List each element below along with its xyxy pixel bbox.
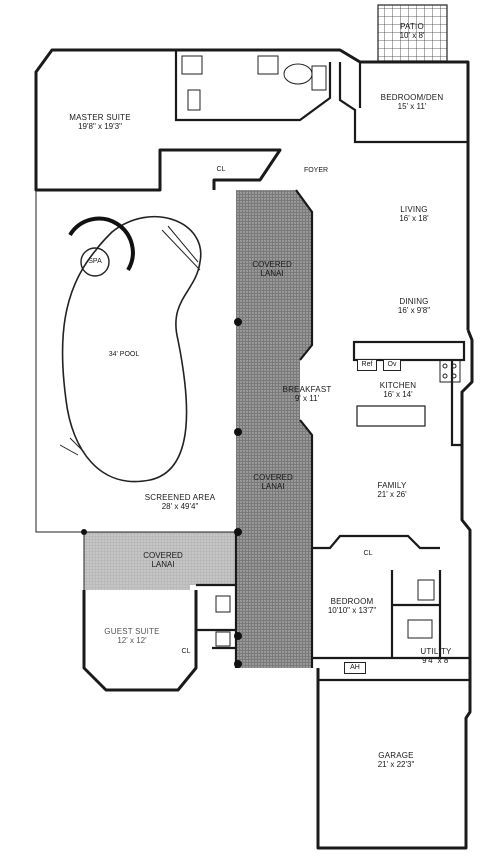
- pool: [61, 215, 202, 483]
- room-dims: 21' x 26': [377, 490, 407, 499]
- room-dims: 16' x 18': [399, 214, 429, 223]
- room-label-screened-area: SCREENED AREA 28' x 49'4": [145, 493, 216, 511]
- room-label-living: LIVING 16' x 18': [399, 205, 428, 223]
- wall-master-outer: [34, 48, 470, 330]
- room-name: FAMILY: [377, 481, 407, 490]
- spa: [80, 247, 110, 277]
- room-name: DINING: [399, 297, 429, 306]
- room-name: GUEST SUITE: [104, 627, 160, 636]
- room-name: LIVING: [400, 205, 428, 214]
- wall-guest: [82, 590, 198, 692]
- room-name: UTILITY: [420, 647, 452, 656]
- room-label-master-suite: MASTER SUITE 19'8" x 19'3": [69, 113, 131, 131]
- wall-right: [316, 329, 474, 850]
- room-label-utility: UTILITY 9'4" x 8': [420, 647, 451, 665]
- covered-lanai-guest: [84, 532, 236, 590]
- room-name: BREAKFAST: [282, 385, 332, 394]
- room-dims: 16' x 14': [383, 390, 413, 399]
- room-label-bedroom-den: BEDROOM/DEN 15' x 11': [381, 93, 444, 111]
- room-name: GARAGE: [378, 751, 414, 760]
- room-label-garage: GARAGE 21' x 22'3": [378, 751, 415, 769]
- oven-label: Ov: [383, 359, 401, 371]
- columns: [81, 318, 242, 668]
- room-name: PATIO: [400, 22, 424, 31]
- patio-area: [377, 4, 448, 62]
- room-dims: 12' x 12': [117, 636, 147, 645]
- room-label-patio: PATIO 10' x 8': [400, 22, 425, 40]
- lanai-text: COVERED LANAI: [143, 551, 183, 569]
- foyer-label: FOYER: [303, 167, 329, 174]
- lanai-text: COVERED LANAI: [252, 260, 292, 278]
- room-label-bedroom: BEDROOM 10'10" x 13'7": [328, 597, 376, 615]
- lanai-label-lower: COVERED LANAI: [141, 551, 185, 569]
- room-label-dining: DINING 16' x 9'8": [398, 297, 430, 315]
- refrigerator-label: Ref: [357, 359, 377, 371]
- room-label-breakfast: BREAKFAST 9' x 11': [283, 385, 332, 403]
- spa-label: SPA: [88, 258, 102, 265]
- room-name: BEDROOM: [330, 597, 374, 606]
- room-dims: 19'8" x 19'3": [78, 122, 122, 131]
- pool-label: 34' POOL: [108, 351, 140, 358]
- room-dims: 15' x 11': [397, 102, 427, 111]
- wall-closet: [212, 148, 282, 190]
- room-dims: 16' x 9'8": [397, 306, 431, 315]
- room-label-guest-suite: GUEST SUITE 12' x 12': [104, 627, 159, 645]
- room-label-kitchen: KITCHEN 16' x 14': [380, 381, 417, 399]
- room-dims: 9'4" x 8': [422, 656, 450, 665]
- lanai-text: COVERED LANAI: [253, 473, 293, 491]
- wall-master-bottom: [36, 148, 214, 192]
- room-dims: 10' x 8': [399, 31, 425, 40]
- room-dims: 21' x 22'3": [377, 760, 415, 769]
- room-dims: 9' x 11': [294, 394, 320, 403]
- room-name: BEDROOM/DEN: [380, 93, 444, 102]
- closet-label-guest: CL: [181, 648, 191, 655]
- lanai-label-upper: COVERED LANAI: [252, 260, 292, 278]
- room-dims: 28' x 49'4": [161, 502, 199, 511]
- room-name: KITCHEN: [379, 381, 417, 390]
- air-handler-label: AH: [344, 662, 366, 674]
- room-name: MASTER SUITE: [69, 113, 131, 122]
- lanai-label-middle: COVERED LANAI: [253, 473, 293, 491]
- room-name: SCREENED AREA: [144, 493, 216, 502]
- closet-label-family: CL: [363, 550, 373, 557]
- covered-lanai-main: [236, 190, 312, 668]
- room-label-family: FAMILY 21' x 26': [377, 481, 406, 499]
- screen-boundary: [35, 190, 236, 533]
- room-dims: 10'10" x 13'7": [327, 606, 377, 615]
- closet-label-master: CL: [216, 166, 226, 173]
